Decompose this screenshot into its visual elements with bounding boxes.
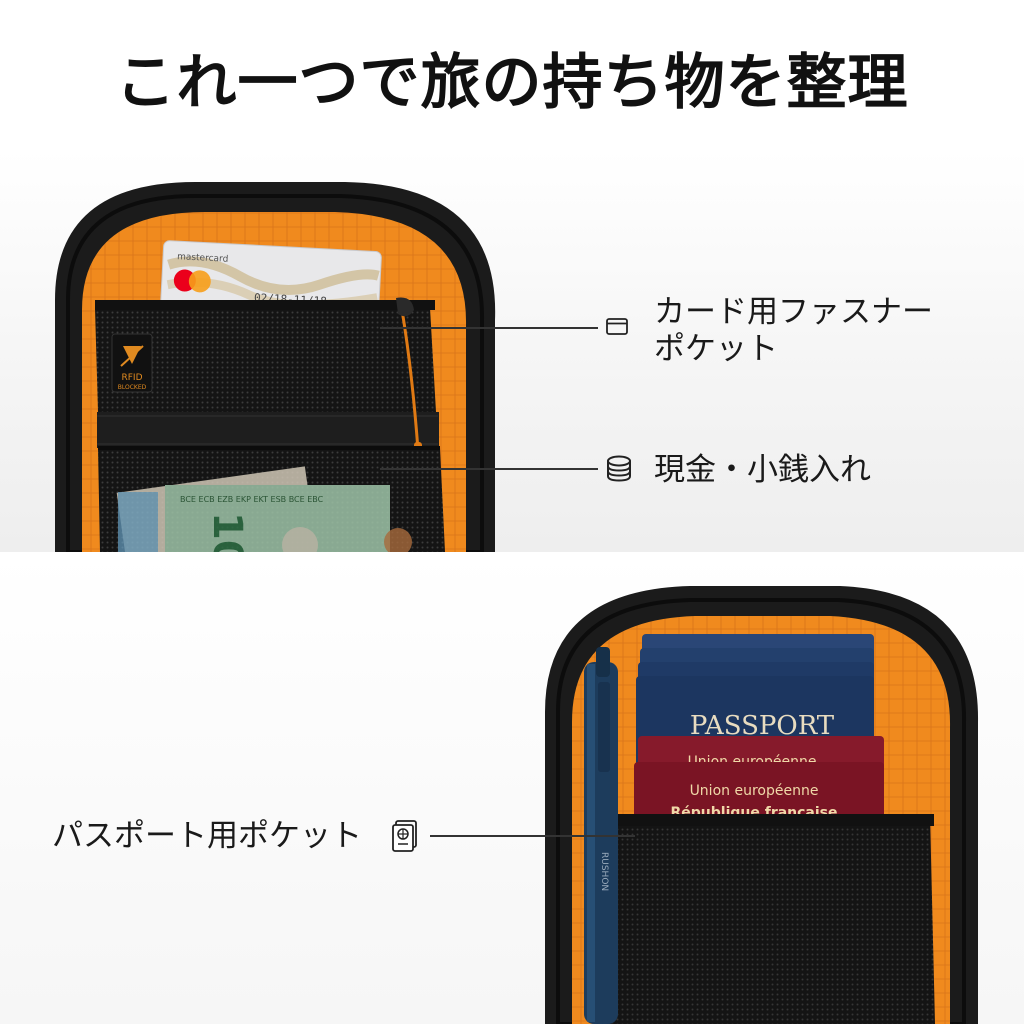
cash-pocket-label: 現金・小銭入れ bbox=[654, 452, 871, 488]
rfid-sublabel: BLOCKED bbox=[118, 384, 147, 391]
page-title: これ一つで旅の持ち物を整理 bbox=[115, 48, 909, 118]
card-pocket-leader bbox=[380, 327, 598, 329]
rfid-tag: RFID BLOCKED bbox=[111, 333, 153, 393]
credit-card-icon bbox=[606, 318, 628, 335]
upper-mesh-pocket bbox=[95, 308, 436, 412]
passport-red-text-2: Union européenne bbox=[690, 783, 819, 799]
pouch-passport-photo: PASSPORT Union européenne Union européen… bbox=[545, 586, 979, 1024]
card-pocket-label-line1: カード用ファスナー bbox=[654, 294, 933, 330]
rfid-label: RFID bbox=[121, 373, 142, 383]
passport-pocket-leader bbox=[430, 835, 635, 837]
card-pocket-label: カード用ファスナー ポケット bbox=[654, 294, 933, 368]
cash-pocket-leader bbox=[380, 468, 598, 470]
pen-brand-text: RUSHON bbox=[599, 852, 609, 891]
pouch-open-photo: mastercard 02/18-11/18 RFID BLOCKED BCE … bbox=[55, 181, 496, 552]
coin bbox=[282, 527, 318, 552]
coin bbox=[384, 528, 412, 552]
pen: RUSHON bbox=[584, 647, 618, 1024]
top-photo-panel: mastercard 02/18-11/18 RFID BLOCKED BCE … bbox=[0, 150, 1024, 552]
banknote-text: BCE ECB EZB EKP EKT ESB BCE EBC bbox=[180, 495, 324, 504]
bottom-photo-panel: PASSPORT Union européenne Union européen… bbox=[0, 552, 1024, 1024]
passport-pocket-label: パスポート用ポケット bbox=[52, 818, 362, 854]
card-pocket-label-line2: ポケット bbox=[654, 331, 778, 367]
banknote-value: 10 bbox=[204, 512, 250, 552]
coin-stack-icon bbox=[607, 455, 631, 482]
passport-icon bbox=[392, 820, 417, 852]
passport-mesh-pocket bbox=[598, 814, 935, 1024]
banknotes: BCE ECB EZB EKP EKT ESB BCE EBC 10 bbox=[116, 466, 390, 552]
card-brand-text: mastercard bbox=[177, 252, 229, 265]
